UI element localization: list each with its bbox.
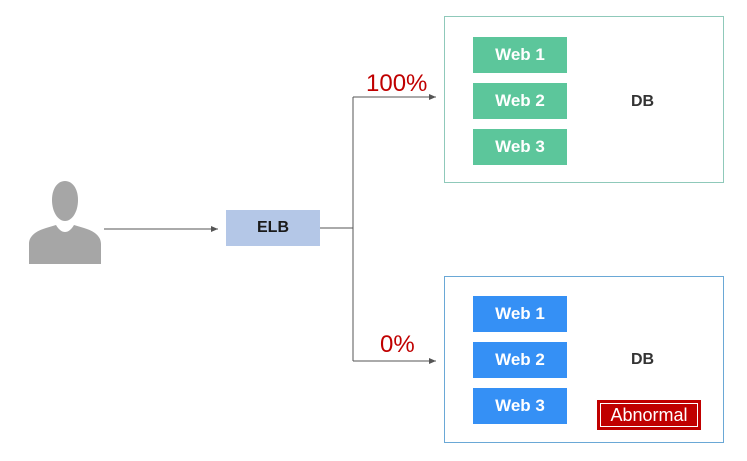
user-icon [29, 181, 101, 264]
db-label: DB [631, 93, 655, 110]
web-server-node: Web 1 [473, 37, 567, 73]
web-server-node: Web 3 [473, 388, 567, 424]
elb-branch-connector [320, 94, 436, 364]
db-label: DB [631, 351, 655, 368]
bottom-traffic-weight: 0% [380, 331, 415, 358]
web-server-node: Web 2 [473, 83, 567, 119]
web-server-node: Web 2 [473, 342, 567, 378]
web-server-node: Web 1 [473, 296, 567, 332]
abnormal-status-badge: Abnormal [597, 400, 701, 430]
top-traffic-weight: 100% [366, 70, 428, 97]
elb-node: ELB [226, 210, 320, 246]
web-server-node: Web 3 [473, 129, 567, 165]
